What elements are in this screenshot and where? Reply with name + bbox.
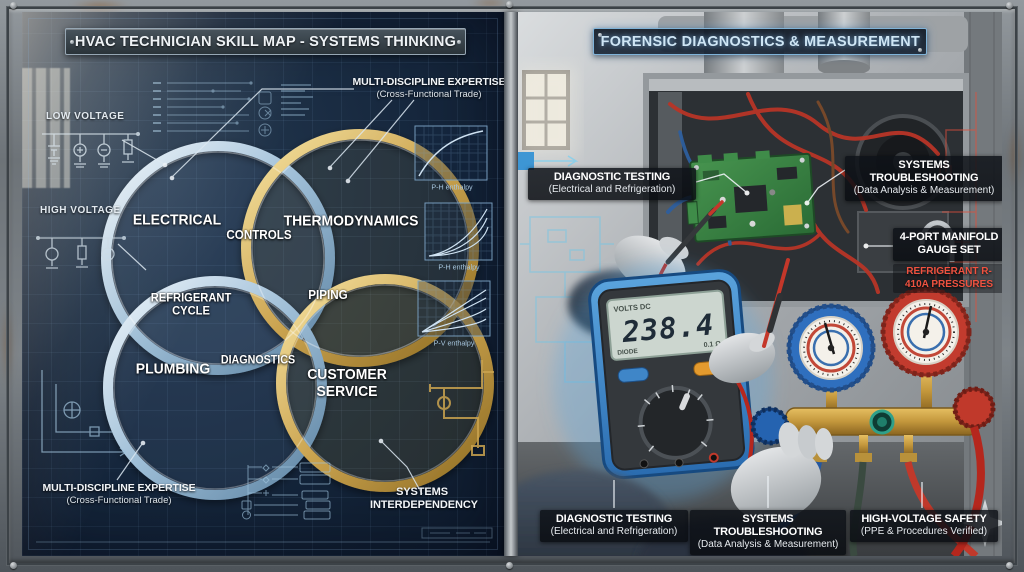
multimeter-button-blue xyxy=(617,367,649,383)
lcd-reading: 238.4 xyxy=(620,307,716,349)
chip-manifold-gauge-set: 4-PORT MANIFOLD GAUGE SET xyxy=(893,228,1002,262)
rust-stain xyxy=(0,300,14,390)
blueprint-overlay-cyan xyxy=(520,216,614,383)
frame-screw xyxy=(1006,562,1013,569)
mini-chart-caption: P-H enthalpy xyxy=(438,262,480,272)
diagnostics-photo-panel: VOLTS DC 238.4 DIODE 0.1 Ω xyxy=(518,12,1002,556)
frame-screw xyxy=(506,1,513,8)
blueprint-tag xyxy=(518,152,579,170)
venn-label-customer-service: CUSTOMER SERVICE xyxy=(307,366,387,400)
chip-title: DIAGNOSTIC TESTING xyxy=(553,171,671,183)
panel-divider xyxy=(504,12,518,556)
circuit-board xyxy=(686,150,817,243)
venn-label-thermodynamics: THERMODYNAMICS xyxy=(283,212,419,230)
lcd-aux: 0.1 Ω xyxy=(703,341,721,350)
callout-multi-discipline-bottom: MULTI-DISCIPLINE EXPERTISE (Cross-Functi… xyxy=(38,482,200,506)
window xyxy=(518,66,578,158)
multimeter-lcd xyxy=(606,289,729,361)
venn-label-electrical: ELECTRICAL xyxy=(132,211,222,229)
rust-stain xyxy=(1008,120,1022,190)
manifold-refrigerant-note: REFRIGERANT R-410A PRESSURES xyxy=(893,264,1002,293)
low-voltage-label: LOW VOLTAGE xyxy=(46,111,125,122)
callout-title: SYSTEMS INTERDEPENDENCY xyxy=(370,486,478,512)
left-title: HVAC TECHNICIAN SKILL MAP - SYSTEMS THIN… xyxy=(74,33,457,50)
chip-diagnostic-testing-bottom: DIAGNOSTIC TESTING (Electrical and Refri… xyxy=(540,510,688,543)
high-voltage-label: HIGH VOLTAGE xyxy=(40,205,121,216)
chip-systems-troubleshooting-top: SYSTEMS TROUBLESHOOTING (Data Analysis &… xyxy=(845,156,1002,202)
chip-title: DIAGNOSTIC TESTING xyxy=(555,513,673,525)
chip-subtitle: (Electrical and Refrigeration) xyxy=(548,184,676,196)
plate-screw xyxy=(457,40,461,44)
low-voltage-schematic xyxy=(42,132,140,168)
plate-screw xyxy=(918,48,922,52)
callout-subtitle: (Cross-Functional Trade) xyxy=(376,88,482,100)
frame-screw xyxy=(10,562,17,569)
frame-screw xyxy=(506,562,513,569)
mini-chart-ph1 xyxy=(414,125,488,181)
chip-systems-troubleshooting-bottom: SYSTEMS TROUBLESHOOTING (Data Analysis &… xyxy=(690,510,846,556)
title-block xyxy=(36,527,493,543)
callout-systems-interdependency: SYSTEMS INTERDEPENDENCY xyxy=(370,486,478,512)
left-title-plate: HVAC TECHNICIAN SKILL MAP - SYSTEMS THIN… xyxy=(65,28,466,55)
chip-subtitle: (PPE & Procedures Verified) xyxy=(860,526,988,538)
venn-label-controls: CONTROLS xyxy=(226,228,292,242)
callout-multi-discipline-top: MULTI-DISCIPLINE EXPERTISE (Cross-Functi… xyxy=(348,76,504,100)
hose-red-2 xyxy=(950,425,985,556)
chip-high-voltage-safety: HIGH-VOLTAGE SAFETY (PPE & Procedures Ve… xyxy=(850,510,998,543)
callout-leaders xyxy=(613,169,923,508)
technician-hand-multimeter xyxy=(708,258,790,384)
chip-subtitle: (Data Analysis & Measurement) xyxy=(697,539,839,551)
chip-title: HIGH-VOLTAGE SAFETY xyxy=(861,513,987,525)
callout-title: MULTI-DISCIPLINE EXPERTISE xyxy=(352,76,504,88)
chip-subtitle: (Data Analysis & Measurement) xyxy=(853,185,995,197)
rust-stain xyxy=(470,0,510,8)
chip-title: SYSTEMS TROUBLESHOOTING xyxy=(713,513,823,539)
frame-screw xyxy=(10,2,17,9)
right-title-plate: FORENSIC DIAGNOSTICS & MEASUREMENT xyxy=(593,28,927,55)
plate-screw xyxy=(598,33,602,37)
venn-label-piping: PIPING xyxy=(308,288,348,302)
skill-map-panel: HVAC TECHNICIAN SKILL MAP - SYSTEMS THIN… xyxy=(22,12,504,556)
gauge-high-side xyxy=(880,286,972,378)
photo-scene: VOLTS DC 238.4 DIODE 0.1 Ω xyxy=(518,12,1002,556)
mini-chart-caption: P-H enthalpy xyxy=(431,182,473,192)
chip-diagnostic-testing-top: DIAGNOSTIC TESTING (Electrical and Refri… xyxy=(528,168,696,201)
multimeter: VOLTS DC 238.4 DIODE 0.1 Ω xyxy=(553,262,773,556)
mini-chart-ph2 xyxy=(424,202,493,261)
right-title: FORENSIC DIAGNOSTICS & MEASUREMENT xyxy=(600,33,920,50)
mini-chart-pv xyxy=(417,280,491,337)
chip-subtitle: (Electrical and Refrigeration) xyxy=(550,526,678,538)
venn-label-plumbing: PLUMBING xyxy=(135,360,211,378)
plate-screw xyxy=(70,40,74,44)
mini-chart-caption: P-V enthalpy xyxy=(433,338,475,348)
chip-title: SYSTEMS TROUBLESHOOTING xyxy=(869,159,979,185)
lcd-mode: VOLTS DC xyxy=(613,302,652,314)
manifold-gauge-set xyxy=(743,286,996,556)
chip-title: 4-PORT MANIFOLD GAUGE SET xyxy=(899,231,999,257)
lcd-mode2: DIODE xyxy=(617,348,639,357)
frame-screw xyxy=(1006,2,1013,9)
rust-stain xyxy=(70,0,130,12)
venn-label-refrigerant-cycle: REFRIGERANT CYCLE xyxy=(150,290,232,318)
callout-title: MULTI-DISCIPLINE EXPERTISE xyxy=(42,482,196,494)
venn-label-diagnostics: DIAGNOSTICS xyxy=(220,354,296,367)
callout-subtitle: (Cross-Functional Trade) xyxy=(66,494,172,506)
gauge-low-side xyxy=(786,303,876,393)
